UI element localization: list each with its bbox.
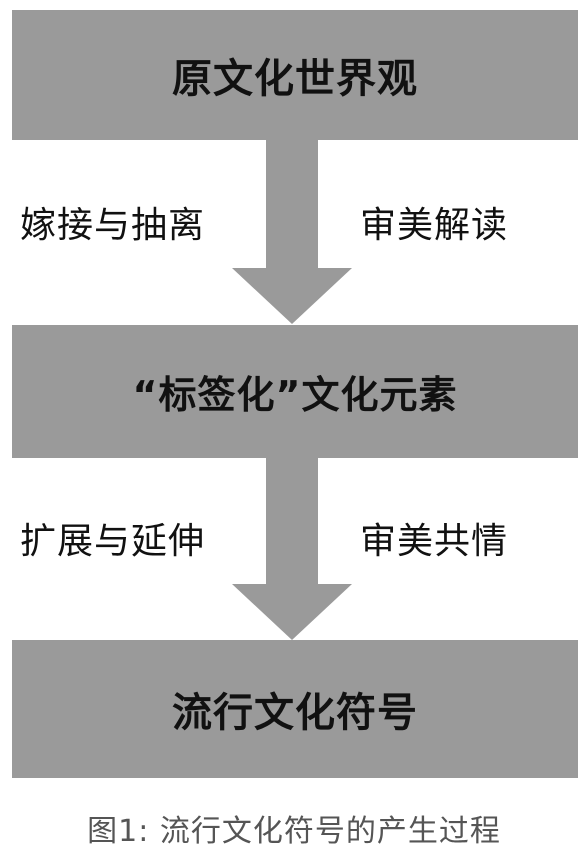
- edge-1-left-label: 嫁接与抽离: [20, 205, 206, 246]
- node-original-worldview: 原文化世界观: [12, 10, 578, 140]
- edge-1-right-label: 审美解读: [360, 205, 509, 246]
- figure-caption: 图1: 流行文化符号的产生过程: [87, 814, 501, 849]
- node-labeled-cultural-elements: “标签化”文化元素: [12, 325, 578, 458]
- node-popular-culture-symbol: 流行文化符号: [12, 640, 578, 778]
- edge-2-left-label: 扩展与延伸: [20, 521, 206, 562]
- flow-diagram: 原文化世界观 嫁接与抽离 审美解读 “标签化”文化元素 扩展与延伸 审美共情 流…: [12, 10, 578, 778]
- arrow-1-shaft: [266, 140, 318, 268]
- arrow-2-shaft: [266, 458, 318, 584]
- edge-2-right-label: 审美共情: [360, 521, 509, 562]
- arrow-2-head: [232, 584, 352, 640]
- arrow-1-head: [232, 268, 352, 324]
